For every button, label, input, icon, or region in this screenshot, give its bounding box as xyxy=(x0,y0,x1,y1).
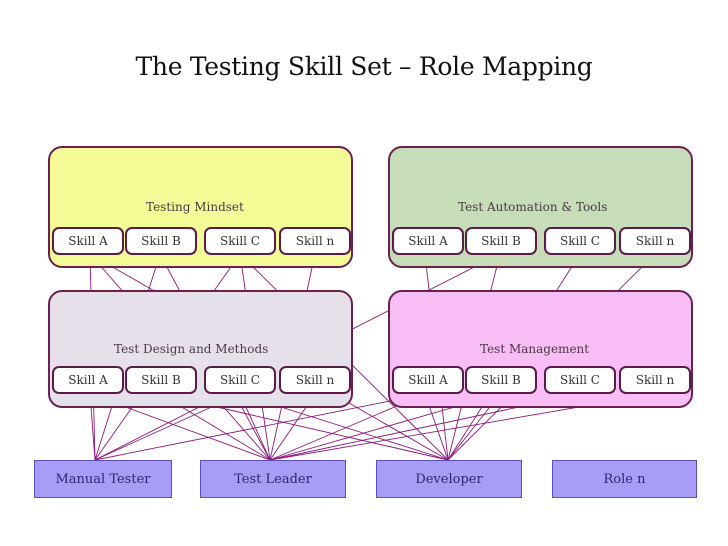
skill-b: Skill B xyxy=(465,366,537,394)
skill-c: Skill C xyxy=(544,227,616,255)
skill-c: Skill C xyxy=(544,366,616,394)
group-label: Test Management xyxy=(480,342,590,356)
skill-b: Skill B xyxy=(125,366,197,394)
role-developer: Developer xyxy=(376,460,522,498)
skill-n: Skill n xyxy=(619,366,691,394)
skill-a: Skill A xyxy=(52,227,124,255)
skill-a: Skill A xyxy=(392,366,464,394)
skill-n: Skill n xyxy=(279,227,351,255)
group-label: Test Automation & Tools xyxy=(458,200,608,214)
skill-c: Skill C xyxy=(204,227,276,255)
skill-a: Skill A xyxy=(392,227,464,255)
skill-n: Skill n xyxy=(619,227,691,255)
role-n: Role n xyxy=(552,460,697,498)
skill-n: Skill n xyxy=(279,366,351,394)
skill-b: Skill B xyxy=(465,227,537,255)
skill-b: Skill B xyxy=(125,227,197,255)
skill-a: Skill A xyxy=(52,366,124,394)
group-label: Testing Mindset xyxy=(146,200,244,214)
group-label: Test Design and Methods xyxy=(114,342,269,356)
diagram-title: The Testing Skill Set – Role Mapping xyxy=(135,52,593,81)
skill-c: Skill C xyxy=(204,366,276,394)
role-manual-tester: Manual Tester xyxy=(34,460,172,498)
role-test-leader: Test Leader xyxy=(200,460,346,498)
